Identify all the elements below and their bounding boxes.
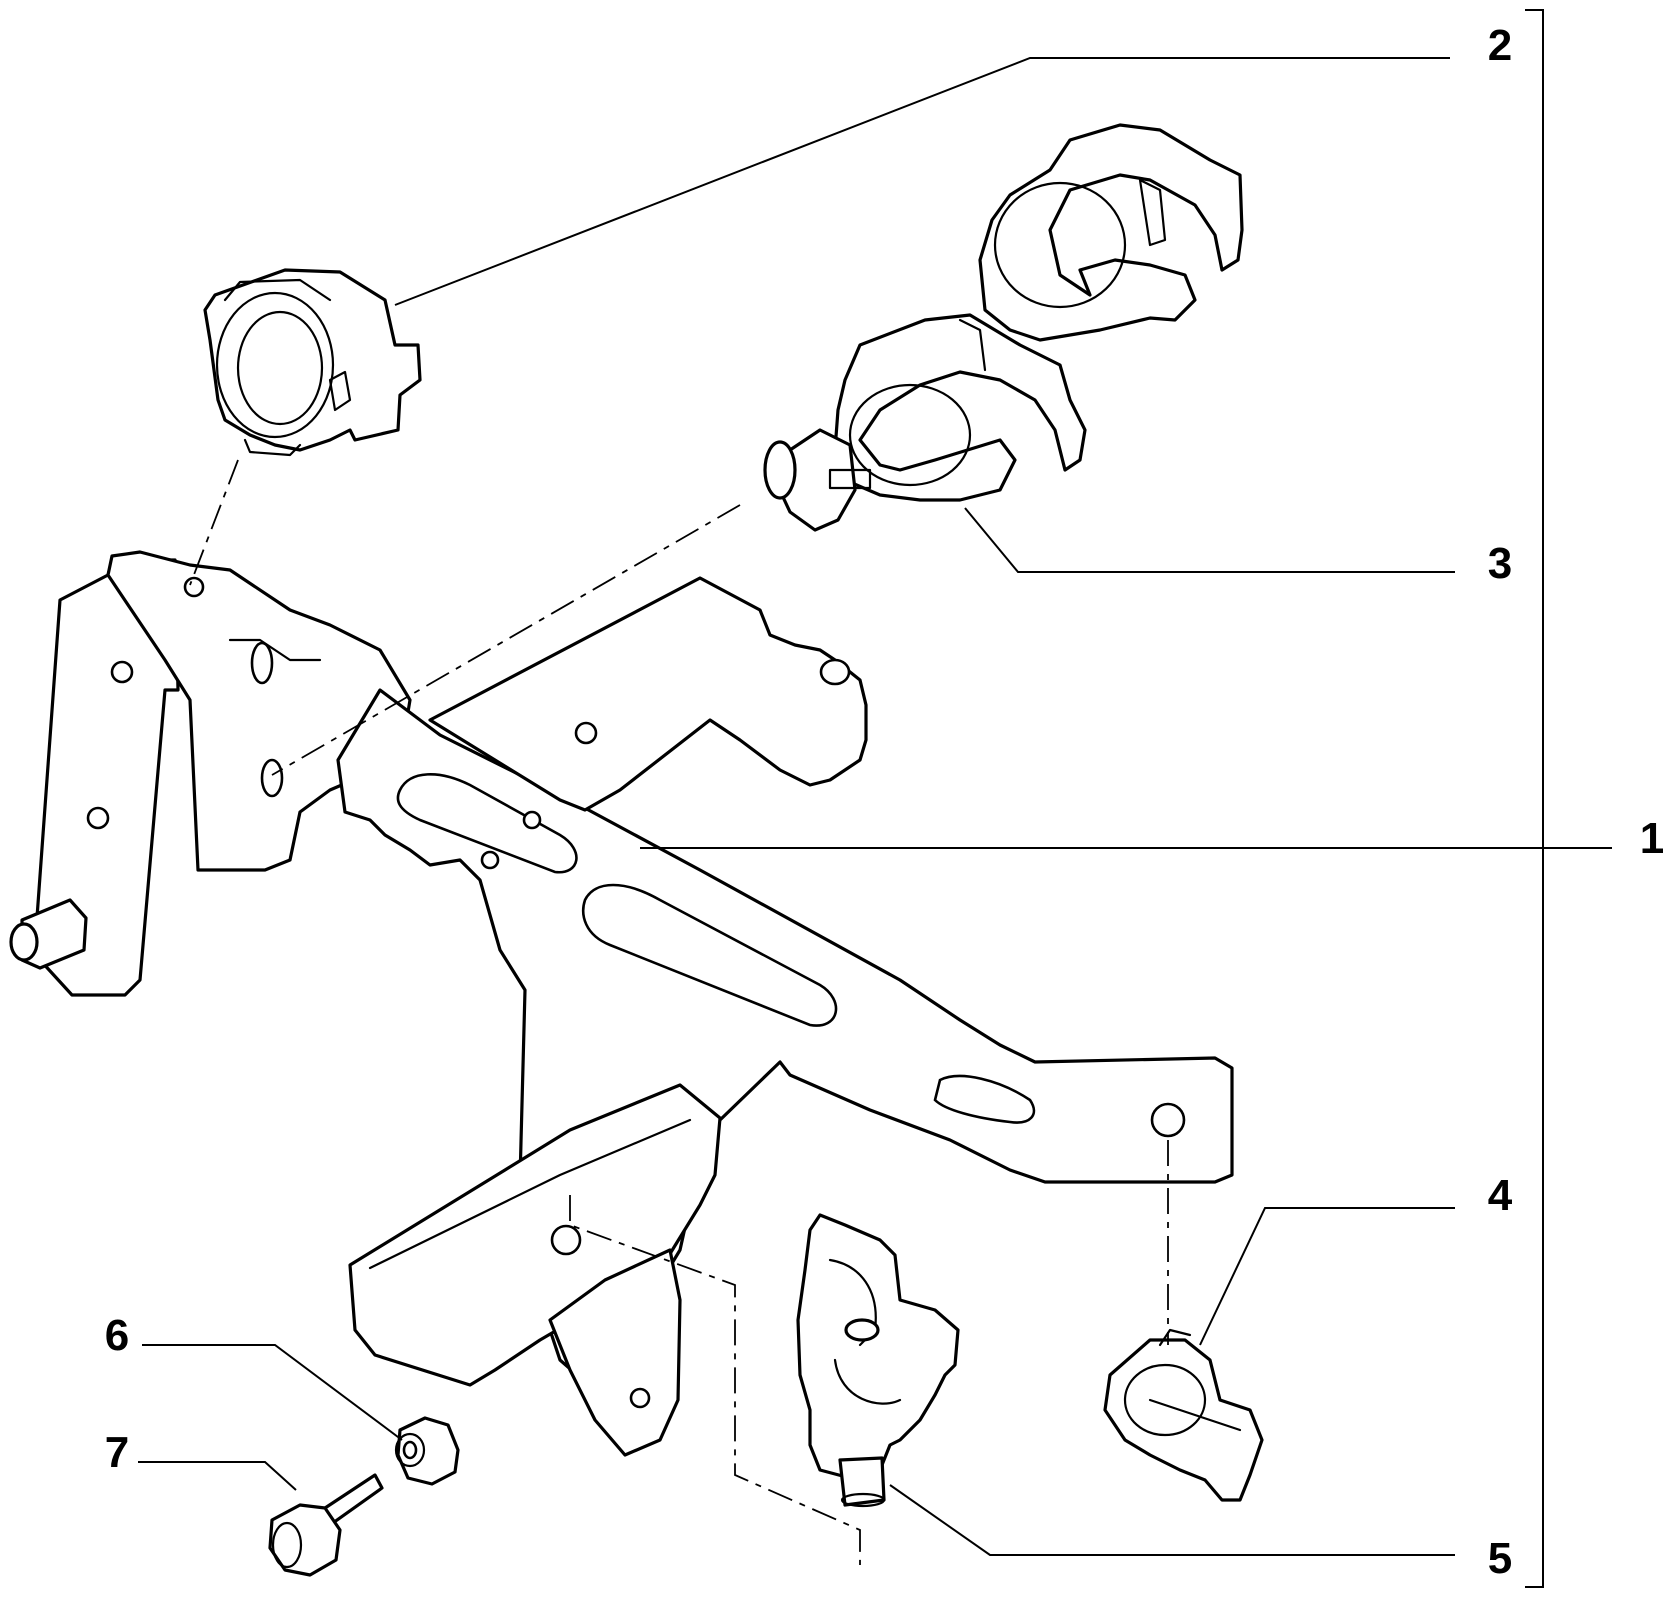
callout-6: 6 [105, 1311, 129, 1360]
callout-2: 2 [1488, 21, 1512, 70]
callout-labels: 2 3 1 4 5 6 7 [105, 21, 1664, 1583]
part-7-bolt[interactable] [268, 1473, 384, 1577]
part-5-clip-with-stud[interactable] [796, 1213, 960, 1508]
assembly-bracket-line [1525, 9, 1544, 1588]
callout-5: 5 [1488, 1534, 1512, 1583]
leader-lines [138, 57, 1612, 1556]
part-2-pipe-clip[interactable] [203, 268, 422, 457]
part-3-double-pipe-clip[interactable] [763, 123, 1244, 532]
center-lines [189, 459, 1169, 1565]
part-6-nut[interactable] [394, 1416, 460, 1486]
part-1-bracket[interactable] [9, 550, 1234, 1457]
callout-1: 1 [1640, 814, 1664, 863]
callout-3: 3 [1488, 539, 1512, 588]
part-4-pipe-clip-small[interactable] [1103, 1328, 1264, 1502]
callout-7: 7 [105, 1428, 129, 1477]
callout-4: 4 [1488, 1171, 1513, 1220]
